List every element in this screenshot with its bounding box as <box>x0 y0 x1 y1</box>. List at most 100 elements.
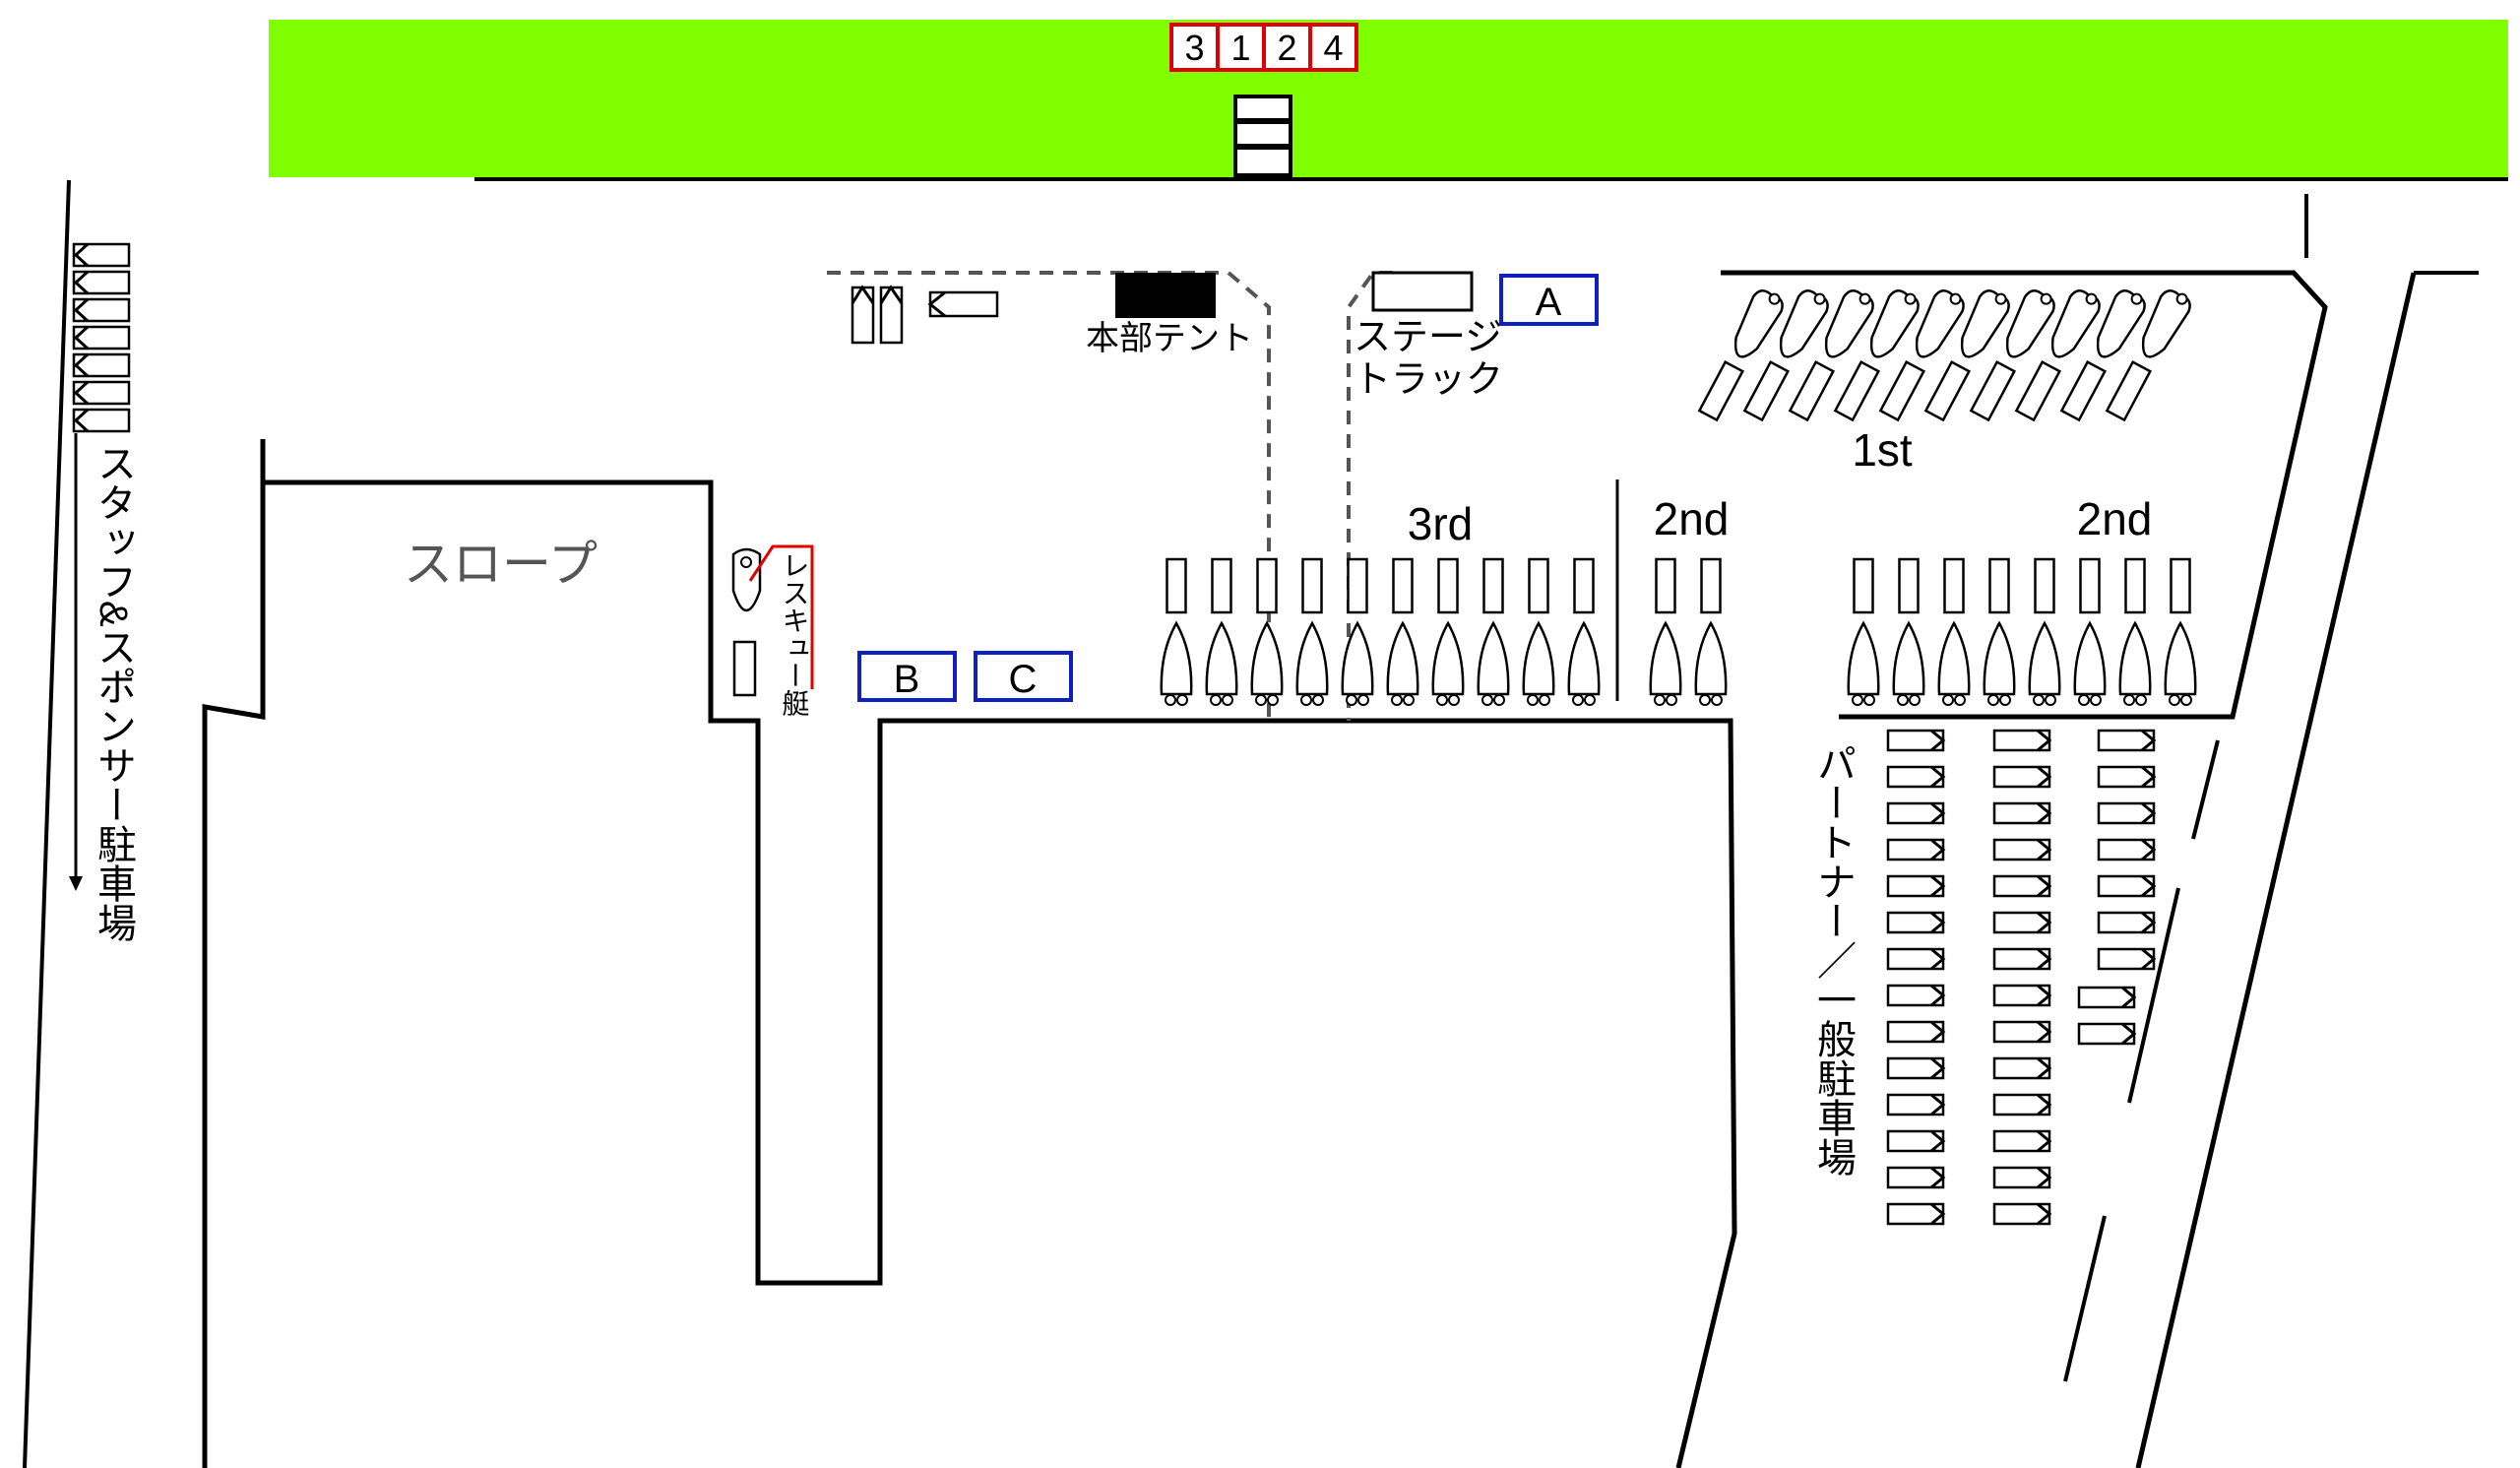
boat-trailer <box>2105 360 2153 422</box>
car-front-mark <box>2141 874 2157 898</box>
car-front-mark <box>2037 729 2052 752</box>
boat-trailer <box>1988 557 2010 614</box>
boat-wheel <box>1300 694 1312 706</box>
boat-wheel <box>1666 694 1677 706</box>
boat-1st <box>1742 289 1829 422</box>
boat-trailer <box>1943 557 1965 614</box>
car-front-mark <box>2037 1056 2052 1080</box>
car-front-mark <box>1930 1202 1946 1226</box>
car-front-mark <box>1930 947 1946 971</box>
boat-hull <box>1892 620 1925 696</box>
boat-hull <box>2118 620 2152 696</box>
course-marker-number: 1 <box>1230 28 1250 68</box>
boat-trailer <box>1853 557 1874 614</box>
walkway-left <box>827 271 1271 721</box>
boat-trailer <box>1573 557 1595 614</box>
boat-wheel <box>1210 694 1222 706</box>
boat-wheel <box>2135 694 2147 706</box>
boat-trailer <box>1923 360 1972 422</box>
boat-1st <box>1788 289 1874 422</box>
row-1st-label: 1st <box>1852 424 1913 476</box>
boat-trailer <box>1788 360 1836 422</box>
car-front-mark <box>2141 801 2157 825</box>
boat-hull <box>1341 620 1374 696</box>
road-right-line-a <box>2135 272 2417 1468</box>
boat-1st <box>2105 289 2191 422</box>
boat-hull <box>2096 289 2146 358</box>
boat-trailer <box>1211 557 1232 614</box>
car-front-mark <box>1930 729 1946 752</box>
rescue-boat <box>731 544 814 697</box>
boat-area-1st-outline <box>1721 270 2328 720</box>
car-front-mark <box>1930 801 1946 825</box>
boat-wheel <box>1858 292 1871 305</box>
car-front-mark <box>73 408 90 433</box>
car-front-mark <box>2141 947 2157 971</box>
boat-hull <box>1960 289 2010 358</box>
course-marker-box <box>1308 23 1358 72</box>
car-front-mark <box>73 242 90 268</box>
car-front-mark <box>1930 1166 1946 1189</box>
boat-hull <box>1733 289 1784 358</box>
boat-trailer <box>1878 360 1926 422</box>
boat-wheel <box>2040 292 2052 305</box>
boat-trailer <box>2079 557 2101 614</box>
boat-wheel <box>1222 694 1233 706</box>
boat-hull <box>1477 620 1510 696</box>
car-front-mark <box>2037 984 2052 1007</box>
boat-trailer <box>1166 557 1187 614</box>
boat-wheel <box>1852 694 1863 706</box>
boats-3rd <box>1160 557 1601 706</box>
course-marker-number: 2 <box>1277 28 1296 68</box>
boat-wheel <box>1994 292 2007 305</box>
staff-parking-cars <box>72 242 131 433</box>
boat-hull <box>1915 289 1965 358</box>
boat-hull <box>1847 620 1880 696</box>
zone-b-box <box>857 651 957 702</box>
boat-trailer <box>1437 557 1459 614</box>
car-front-mark <box>1930 765 1946 789</box>
boat-hull <box>1386 620 1419 696</box>
lawn-area <box>269 20 2508 177</box>
boat-wheel <box>2175 292 2188 305</box>
stage-truck-label-2: トラック <box>1354 359 1503 401</box>
boat-wheel <box>1176 694 1188 706</box>
boat-wheel <box>1572 694 1584 706</box>
car-front-mark <box>2141 729 2157 752</box>
car-front-mark <box>2141 911 2157 934</box>
zone-c-label: C <box>1009 658 1038 701</box>
car-front-mark <box>2121 986 2137 1009</box>
row-3rd-label: 3rd <box>1408 498 1473 549</box>
course-marker-number: 4 <box>1323 28 1343 68</box>
tent-vehicles <box>850 285 999 345</box>
zone-a-label: A <box>1536 281 1562 324</box>
stage-truck-label-1: ステージ <box>1354 317 1502 358</box>
boat-hull <box>2050 289 2101 358</box>
zone-b-label: B <box>894 658 920 701</box>
course-marker-box <box>1262 23 1312 72</box>
boat-hull <box>2141 289 2191 358</box>
boat-wheel <box>1999 694 2011 706</box>
car-front-mark <box>2121 1022 2137 1046</box>
boat-wheel <box>2085 292 2098 305</box>
slope-label: スロープ <box>404 537 598 592</box>
boat-wheel <box>2045 694 2056 706</box>
boat-wheel <box>1768 292 1781 305</box>
car-front-mark <box>2037 874 2052 898</box>
rescue-label: レスキュー艇 <box>780 551 810 717</box>
car-front-mark <box>2037 765 2052 789</box>
staff-parking-label: スタッフ&スポンサー駐車場 <box>92 443 136 942</box>
car-front-mark <box>73 380 90 406</box>
boat-hull <box>1824 289 1874 358</box>
boat-hull <box>2164 620 2197 696</box>
boat-wheel <box>2130 292 2143 305</box>
boat-wheel <box>2033 694 2045 706</box>
boat-wheel <box>1346 694 1357 706</box>
car-front-mark <box>73 297 90 323</box>
boats-2nd-right <box>1847 557 2197 706</box>
boat-1st <box>1969 289 2055 422</box>
boat-wheel <box>1654 694 1666 706</box>
boat-hull <box>1295 620 1329 696</box>
